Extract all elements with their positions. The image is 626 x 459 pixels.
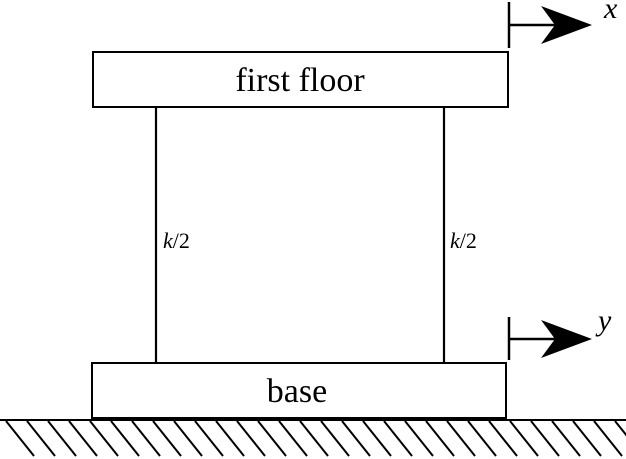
x-displacement-label: x xyxy=(603,0,618,25)
hatch-line xyxy=(5,420,35,457)
hatch-line xyxy=(467,420,497,457)
hatch-line xyxy=(530,420,560,457)
hatch-line xyxy=(257,420,287,457)
hatch-line xyxy=(404,420,434,457)
ground-hatching xyxy=(5,420,626,457)
y-displacement-label: y xyxy=(595,304,612,337)
hatch-line xyxy=(173,420,203,457)
hatch-line xyxy=(425,420,455,457)
hatch-line xyxy=(341,420,371,457)
first-floor-slab: first floor xyxy=(92,51,509,108)
hatch-line xyxy=(131,420,161,457)
base-label: base xyxy=(267,373,327,410)
hatch-line xyxy=(68,420,98,457)
hatch-line xyxy=(551,420,581,457)
first-floor-label: first floor xyxy=(235,62,365,99)
hatch-line xyxy=(593,420,623,457)
hatch-line xyxy=(614,420,626,437)
hatch-line xyxy=(320,420,350,457)
ground xyxy=(0,419,626,457)
hatch-line xyxy=(278,420,308,457)
x-displacement-arrow xyxy=(507,2,592,48)
hatch-line xyxy=(488,420,518,457)
left-stiffness-label: k/2 xyxy=(163,228,190,253)
hatch-line xyxy=(89,420,119,457)
hatch-line xyxy=(236,420,266,457)
y-displacement-arrow xyxy=(507,317,592,360)
hatch-line xyxy=(215,420,245,457)
hatch-line xyxy=(446,420,476,457)
hatch-line xyxy=(194,420,224,457)
hatch-line xyxy=(110,420,140,457)
hatch-line xyxy=(26,420,56,457)
hatch-line xyxy=(509,420,539,457)
base-slab: base xyxy=(91,362,507,419)
hatch-line xyxy=(572,420,602,457)
hatch-line xyxy=(299,420,329,457)
hatch-line xyxy=(362,420,392,457)
right-stiffness-label: k/2 xyxy=(450,228,477,253)
hatch-line xyxy=(47,420,77,457)
hatch-line xyxy=(152,420,182,457)
hatch-line xyxy=(383,420,413,457)
